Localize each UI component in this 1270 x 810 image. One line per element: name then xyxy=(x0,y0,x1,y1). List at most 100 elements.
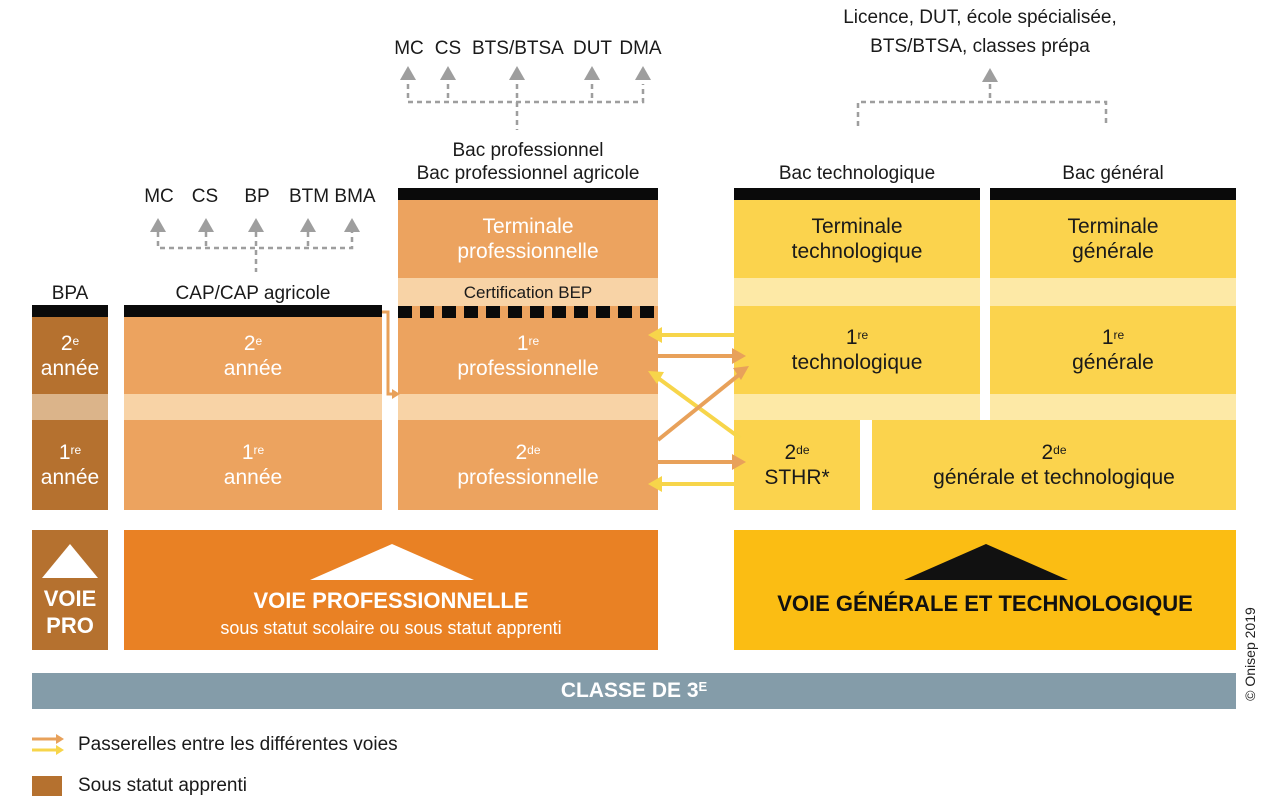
seconde-gt-num: 2 xyxy=(1041,441,1054,464)
seconde-gt-sup: de xyxy=(1053,443,1067,457)
bacpro-outcome-cs: CS xyxy=(434,38,462,59)
bpa-year2-sup: e xyxy=(72,333,80,348)
bactechno-terminale-line2: technologique xyxy=(791,240,923,263)
cap-outcome-mc: MC xyxy=(144,186,174,207)
voie-pro-title: VOIE PROFESSIONNELLE xyxy=(253,588,529,613)
arrowhead-right-icon xyxy=(732,348,746,364)
bactechno-premiere: 1re technologique xyxy=(734,306,980,394)
arrowhead-up-left-icon xyxy=(648,371,664,384)
bacpro-premiere-num: 1 xyxy=(516,332,529,355)
classe-3e-sup: E xyxy=(698,678,708,694)
bacpro-terminale: Terminale professionnelle xyxy=(398,200,658,278)
bpa-year2-word: année xyxy=(40,356,100,380)
cap-year2-sup: e xyxy=(255,333,263,348)
cap-outcome-btm: BTM xyxy=(288,186,330,207)
bpa-year1-sup: re xyxy=(70,443,82,457)
bacpro-terminale-line1: Terminale xyxy=(482,215,574,238)
cap-outcome-bp: BP xyxy=(244,186,270,207)
bacgeneral-premiere-num: 1 xyxy=(1101,326,1114,349)
cap-title: CAP/CAP agricole xyxy=(175,283,331,304)
bpa-title: BPA xyxy=(51,283,89,304)
legend-apprenti: Sous statut apprenti xyxy=(78,775,247,796)
bactechno-terminale-line1: Terminale xyxy=(811,215,903,238)
bactechno-premiere-word: technologique xyxy=(791,351,923,374)
legend-apprenti-swatch xyxy=(32,776,62,796)
bacpro-terminale-line2: professionnelle xyxy=(457,240,599,263)
cap-outcome-cs: CS xyxy=(191,186,219,207)
bacpro-seconde: 2de professionnelle xyxy=(398,420,658,510)
bacgeneral-terminale-line1: Terminale xyxy=(1067,215,1159,238)
bacgeneral-terminale: Terminale générale xyxy=(990,200,1236,278)
bacgeneral-title: Bac général xyxy=(1062,163,1164,184)
bactechno-terminale: Terminale technologique xyxy=(734,200,980,278)
bpa-year2: 2e année xyxy=(32,317,108,394)
bacpro-outcome-dma: DMA xyxy=(619,38,662,59)
arrowhead-left-icon xyxy=(648,327,662,343)
bpa-year1-num: 1 xyxy=(58,441,71,464)
bacgeneral-premiere-word: générale xyxy=(1072,351,1154,374)
bacpro-outcome-bts: BTS/BTSA xyxy=(472,38,564,59)
bacpro-title-line2: Bac professionnel agricole xyxy=(416,163,640,184)
bacpro-outcome-mc: MC xyxy=(394,38,424,59)
bpa-year1: 1re année xyxy=(32,420,108,510)
bpa-year1-word: année xyxy=(40,466,100,489)
bpa-year2-num: 2 xyxy=(60,331,73,355)
bacgeneral-separator-bottom xyxy=(990,394,1236,420)
gt-outcomes-line2: BTS/BTSA, classes prépa xyxy=(870,36,1090,57)
triangle-up-icon xyxy=(42,544,98,578)
gt-outcomes-line1: Licence, DUT, école spécialisée, xyxy=(843,7,1117,28)
bacpro-certification: Certification BEP xyxy=(398,278,658,306)
sthr-num: 2 xyxy=(784,441,797,464)
bacpro-title-line1: Bac professionnel xyxy=(452,140,604,161)
bactechno-top-bar xyxy=(734,188,980,200)
arrowhead-up-icon xyxy=(150,218,166,232)
bacgeneral-top-bar xyxy=(990,188,1236,200)
cap-outcome-bma: BMA xyxy=(334,186,376,207)
cap-year2-num: 2 xyxy=(243,331,256,355)
classe-3e-text: CLASSE DE 3 xyxy=(560,679,699,702)
cap-to-bacpro-arrow xyxy=(382,310,394,396)
voie-gt-title: VOIE GÉNÉRALE ET TECHNOLOGIQUE xyxy=(777,591,1193,616)
passerelle-legend-arrows-icon xyxy=(32,734,64,755)
cap-year1-num: 1 xyxy=(241,441,254,464)
bactechno-premiere-sup: re xyxy=(857,328,869,342)
bacpro-premiere: 1re professionnelle xyxy=(398,318,658,394)
voie-pro-subtitle: sous statut scolaire ou sous statut appr… xyxy=(220,618,562,638)
sthr-seconde: 2de STHR* xyxy=(734,420,860,510)
voie-pro-short-line1: VOIE xyxy=(43,586,97,611)
bacpro-seconde-sup: de xyxy=(527,443,541,457)
cap-separator xyxy=(124,394,382,420)
cap-top-bar xyxy=(124,305,382,317)
copyright-rotated: © Onisep 2019 xyxy=(1241,564,1259,744)
arrowhead-up-icon xyxy=(982,68,998,82)
cap-year1: 1re année xyxy=(124,420,382,510)
bacgeneral-terminale-line2: générale xyxy=(1072,240,1154,263)
cap-year1-sup: re xyxy=(253,443,265,457)
triangle-up-icon xyxy=(904,544,1068,580)
bpa-top-bar xyxy=(32,305,108,317)
seconde-gt: 2de générale et technologique xyxy=(872,420,1236,510)
arrowhead-up-icon xyxy=(248,218,264,232)
arrowhead-right-icon xyxy=(732,454,746,470)
seconde-gt-word: générale et technologique xyxy=(933,466,1175,489)
bacgeneral-separator-top xyxy=(990,278,1236,306)
arrowhead-up-icon xyxy=(440,66,456,80)
bpa-separator xyxy=(32,394,108,420)
arrowhead-up-icon xyxy=(509,66,525,80)
legend-passerelles: Passerelles entre les différentes voies xyxy=(78,734,398,755)
arrowhead-left-icon xyxy=(648,476,662,492)
arrowhead-up-icon xyxy=(300,218,316,232)
passerelle-orange-diag xyxy=(656,372,742,442)
voie-pro-short-line2: PRO xyxy=(46,613,94,638)
sthr-word: STHR* xyxy=(764,466,830,489)
arrowhead-up-icon xyxy=(198,218,214,232)
bacpro-seconde-word: professionnelle xyxy=(457,466,599,489)
triangle-up-icon xyxy=(310,544,474,580)
cap-year2: 2e année xyxy=(124,317,382,394)
copyright-text: © Onisep 2019 xyxy=(1242,607,1258,701)
arrowhead-up-icon xyxy=(400,66,416,80)
bactechno-separator-bottom xyxy=(734,394,980,420)
